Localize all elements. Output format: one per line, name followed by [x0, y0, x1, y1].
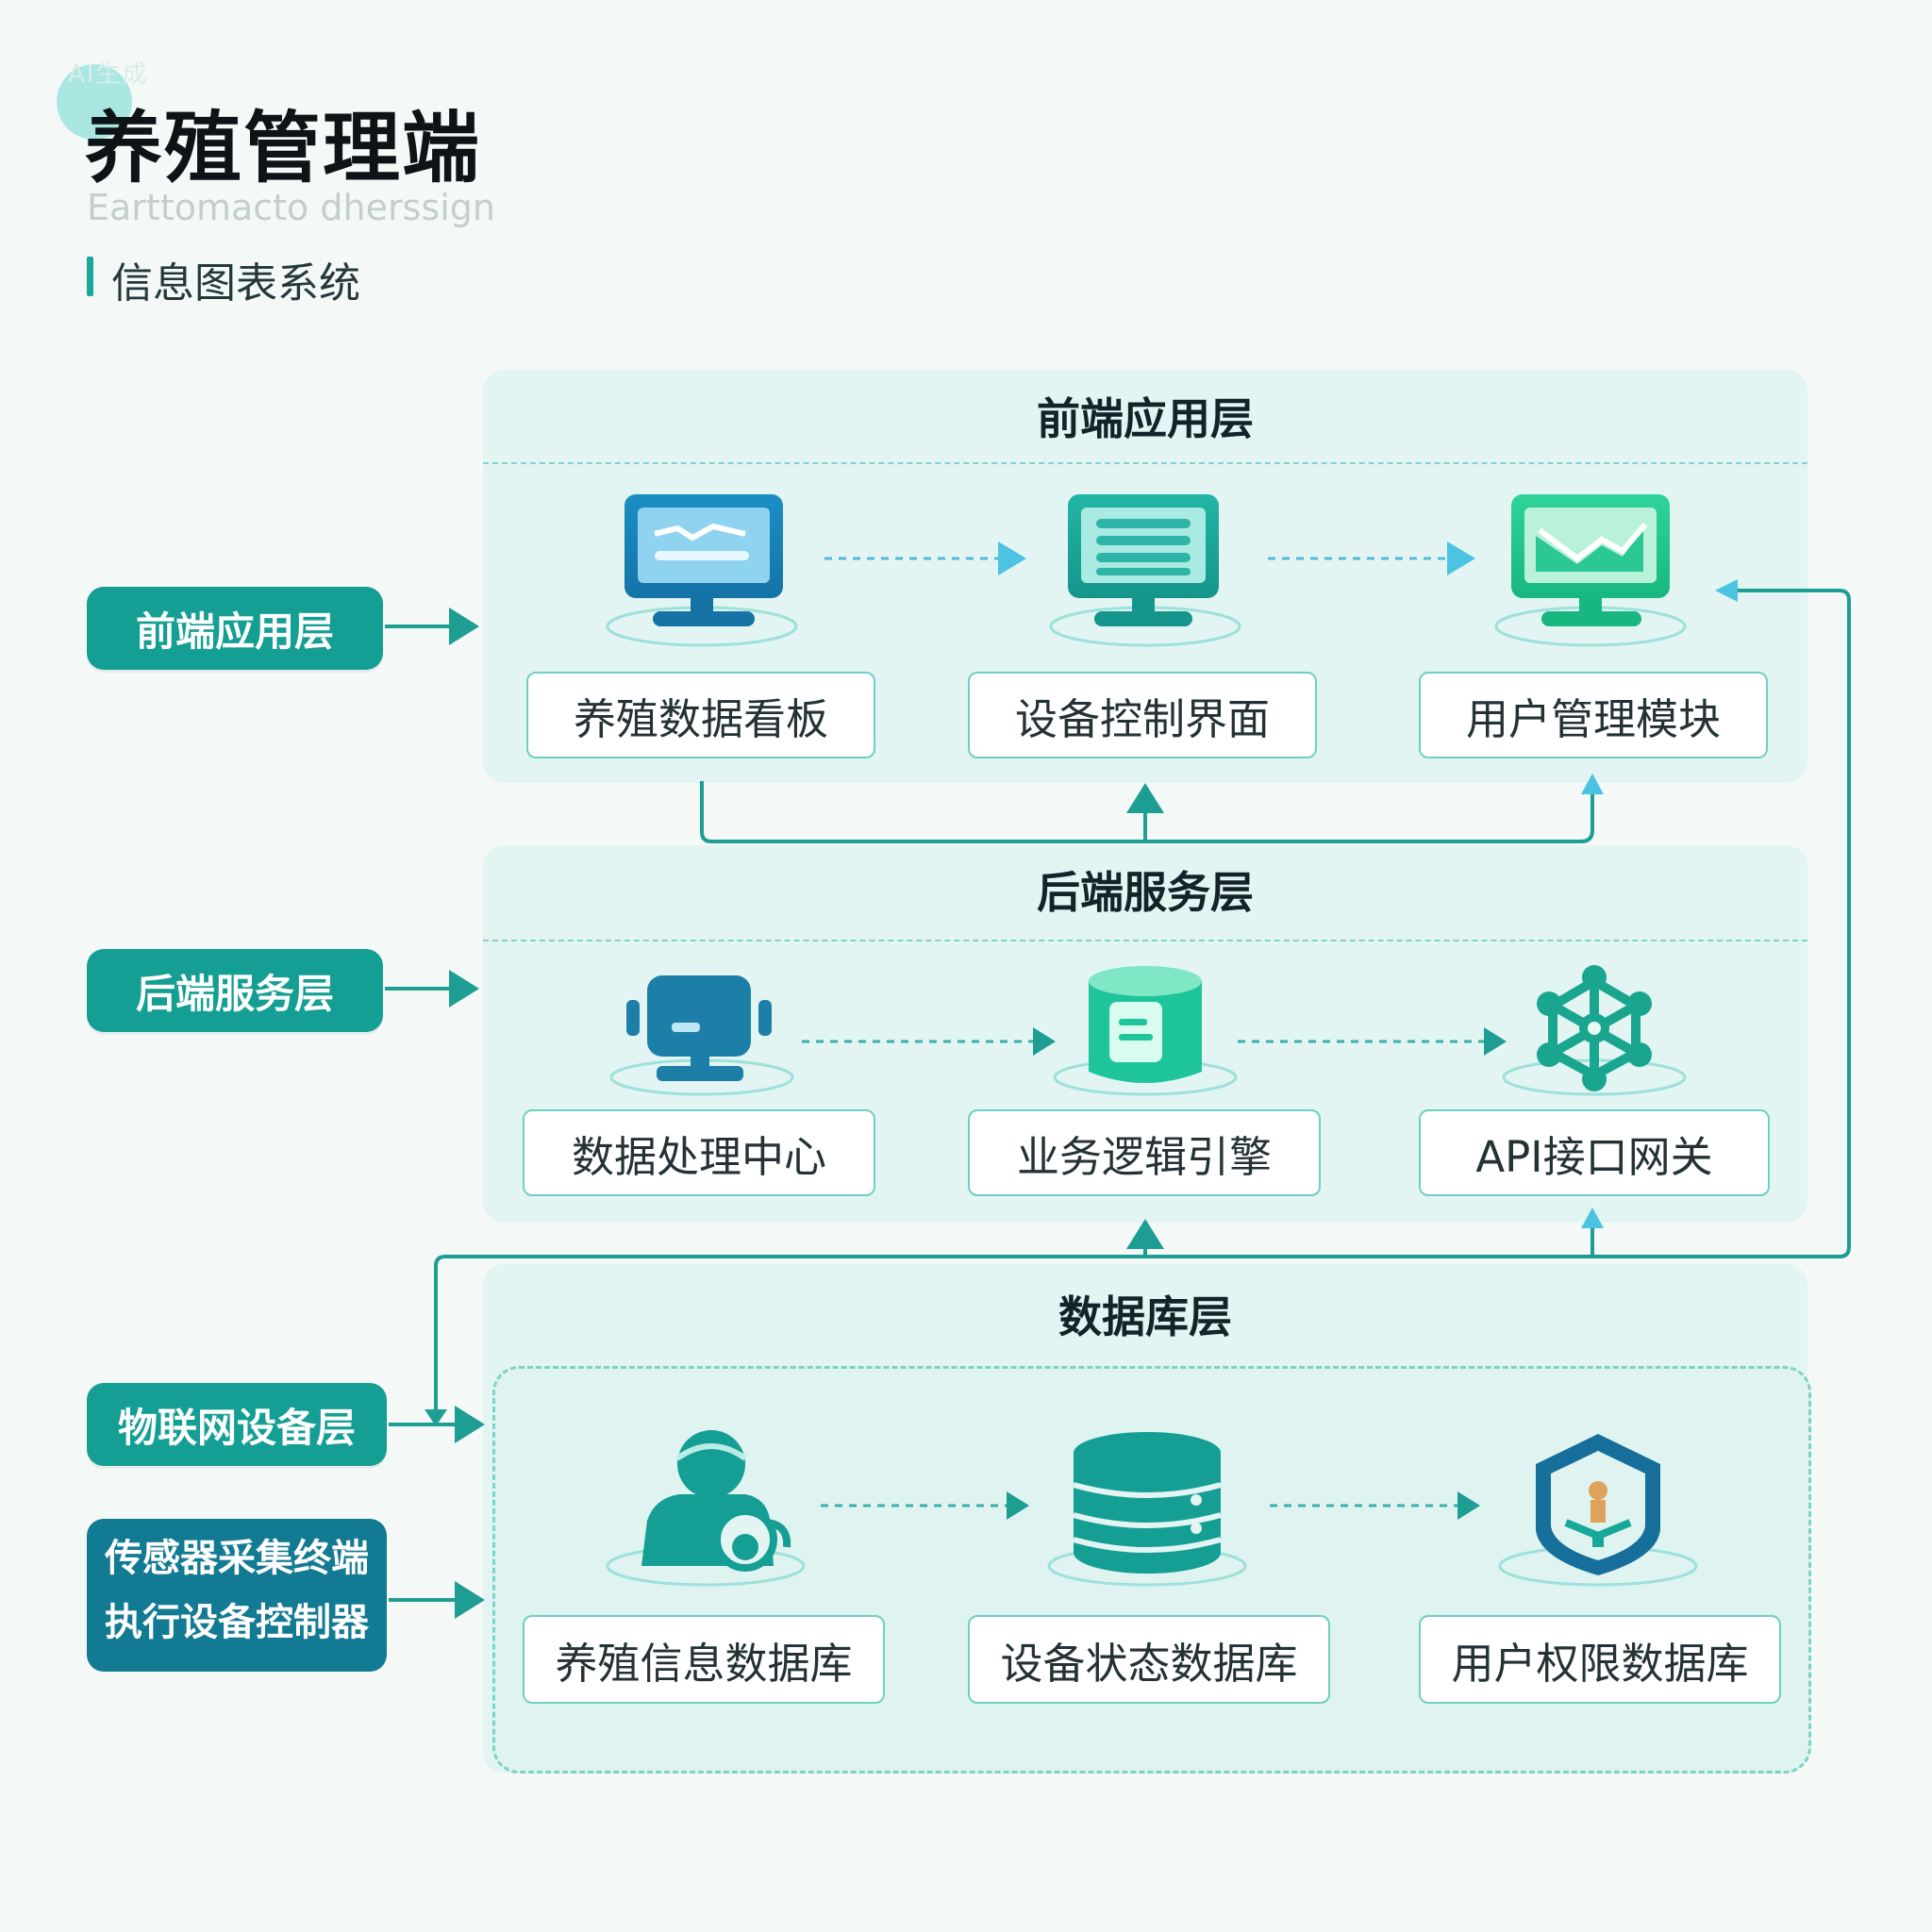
fe-be-connector: [700, 781, 1594, 843]
intra-layer-arrows: [802, 541, 1507, 1520]
monitor-chart-icon: [606, 494, 798, 647]
database-stack-icon: [1047, 1432, 1247, 1587]
backend-layer-divider: [483, 940, 1807, 941]
database-layer-title: 数据库层: [1058, 1291, 1232, 1342]
subtitle-chinese: 信息图表系统: [111, 259, 360, 308]
monitor-graph-icon: [1494, 494, 1687, 647]
page-title: 养殖管理端: [85, 104, 482, 193]
item-label-business-logic-engine[interactable]: 业务逻辑引擎: [968, 1109, 1321, 1196]
connector-db-loop: [434, 589, 1851, 1423]
shield-icon: [1498, 1434, 1698, 1587]
backend-layer-title: 后端服务层: [1037, 867, 1254, 918]
side-tag-sensor-line1: 传感器采集终端: [105, 1537, 369, 1580]
side-tag-arrows: [385, 608, 485, 1619]
item-label-device-status-db[interactable]: 设备状态数据库: [968, 1615, 1330, 1704]
frontend-layer-divider: [483, 462, 1807, 464]
subtitle-accent-bar: [87, 257, 93, 296]
item-label-user-permission-db[interactable]: 用户权限数据库: [1419, 1615, 1781, 1704]
side-tag-frontend[interactable]: 前端应用层: [87, 587, 383, 670]
side-tag-iot[interactable]: 物联网设备层: [87, 1383, 387, 1466]
item-label-data-processing-center[interactable]: 数据处理中心: [523, 1109, 875, 1196]
connector-db-right-arrowhead: [1581, 1208, 1604, 1228]
watermark-text: AI生成: [68, 60, 149, 89]
processor-icon: [609, 975, 794, 1096]
item-label-user-management[interactable]: 用户管理模块: [1419, 672, 1768, 758]
item-label-device-control-ui[interactable]: 设备控制界面: [968, 672, 1317, 758]
item-label-breeding-dashboard[interactable]: 养殖数据看板: [526, 672, 875, 758]
monitor-list-icon: [1049, 494, 1241, 647]
side-tag-sensor-line2: 执行设备控制器: [105, 1601, 369, 1644]
item-label-api-gateway[interactable]: API接口网关: [1419, 1109, 1770, 1196]
subtitle-english: Earttomacto dherssign: [87, 187, 495, 228]
be-db-connector: [434, 589, 1851, 1423]
network-hub-icon: [1502, 965, 1687, 1096]
connector-fe-right-arrowhead: [1581, 774, 1604, 794]
cylinder-doc-icon: [1053, 966, 1238, 1096]
item-label-breeding-info-db[interactable]: 养殖信息数据库: [523, 1615, 885, 1704]
frontend-layer-title: 前端应用层: [1037, 393, 1254, 444]
watermark-circle: [57, 64, 132, 140]
side-tag-backend[interactable]: 后端服务层: [87, 949, 383, 1032]
farmer-icon: [606, 1430, 806, 1587]
connector-loop-arrowhead: [1715, 579, 1738, 602]
side-tag-sensor-controller[interactable]: 传感器采集终端 执行设备控制器: [87, 1519, 387, 1672]
connector-iot-arrowhead: [425, 1409, 447, 1426]
